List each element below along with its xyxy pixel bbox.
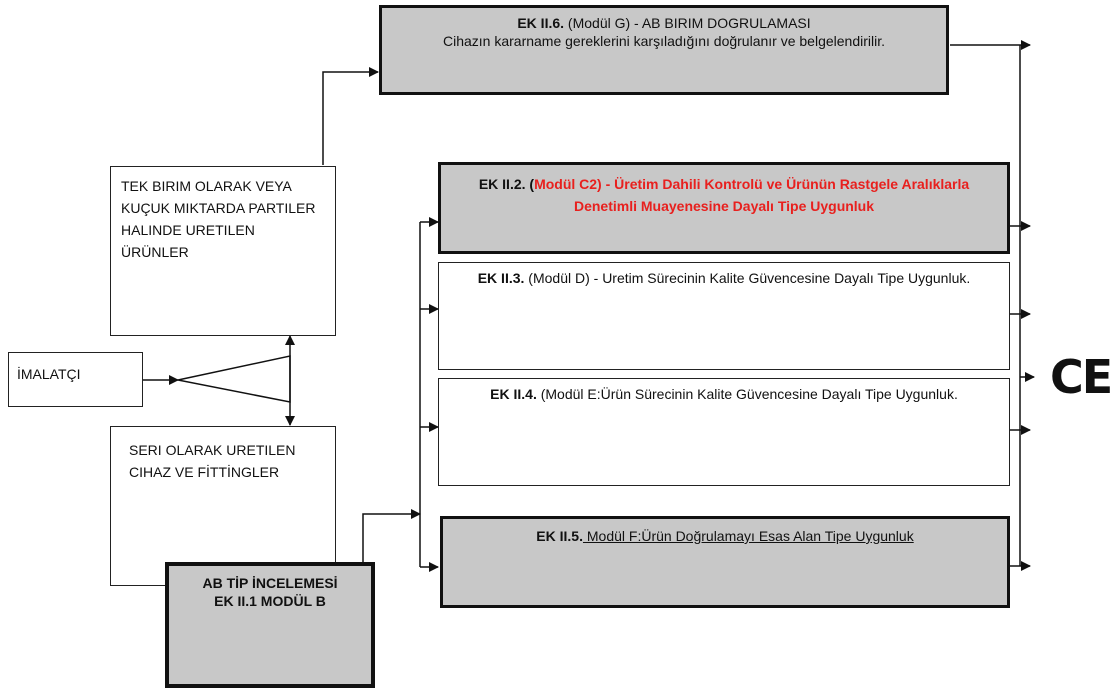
seri-label: SERI OLARAK URETILEN CIHAZ VE FİTTİNGLER bbox=[129, 442, 296, 480]
ek6-modul: (Modül G) bbox=[567, 15, 631, 31]
ek5-rest: Modül F:Ürün Doğrulamayı Esas Alan Tipe … bbox=[582, 528, 914, 544]
imalatci-label: İMALATÇI bbox=[17, 366, 81, 382]
ek2-rest: - Üretim Dahili Kontrolü ve Ürünün Rastg… bbox=[573, 176, 970, 214]
tek-birim-label: TEK BIRIM OLARAK VEYA KUÇUK MIKTARDA PAR… bbox=[121, 178, 316, 260]
ab-tip-line1: AB TİP İNCELEMESİ bbox=[202, 575, 338, 591]
ek4-title: EK II.4. bbox=[490, 386, 537, 402]
ek5-title: EK II.5. bbox=[536, 528, 583, 544]
ek5-box: EK II.5. Modül F:Ürün Doğrulamayı Esas A… bbox=[440, 516, 1010, 608]
ek3-box: EK II.3. (Modül D) - Uretim Sürecinin Ka… bbox=[438, 262, 1010, 370]
ek2-title: EK II.2. ( bbox=[478, 176, 535, 192]
ek4-box: EK II.4. (Modül E:Ürün Sürecinin Kalite … bbox=[438, 378, 1010, 486]
ce-mark: CE bbox=[1050, 350, 1113, 404]
ek3-rest: (Modül D) - Uretim Sürecinin Kalite Güve… bbox=[524, 270, 971, 286]
ek6-description: Cihazın kararname gereklerini karşıladığ… bbox=[442, 33, 885, 49]
ek6-rest: - AB BIRIM DOGRULAMASI bbox=[634, 15, 811, 31]
ek6-title: EK II.6. bbox=[517, 15, 565, 31]
arrow-tek-to-ek6 bbox=[322, 67, 379, 165]
ek3-title: EK II.3. bbox=[477, 270, 525, 286]
imalatci-box: İMALATÇI bbox=[8, 352, 143, 407]
tek-birim-box: TEK BIRIM OLARAK VEYA KUÇUK MIKTARDA PAR… bbox=[110, 166, 336, 336]
ek4-rest: (Modül E:Ürün Sürecinin Kalite Güvencesi… bbox=[536, 386, 958, 402]
ek2-modul: Modül C2) bbox=[534, 176, 602, 192]
ek6-box: EK II.6. (Modül G) - AB BIRIM DOGRULAMAS… bbox=[379, 5, 949, 95]
ek2-box: EK II.2. (Modül C2) - Üretim Dahili Kont… bbox=[438, 162, 1010, 254]
ab-tip-line2: EK II.1 MODÜL B bbox=[214, 593, 326, 609]
ab-tip-box: AB TİP İNCELEMESİ EK II.1 MODÜL B bbox=[165, 562, 375, 688]
arrow-abtip-to-bus bbox=[362, 509, 421, 562]
split-triangle bbox=[177, 355, 291, 403]
